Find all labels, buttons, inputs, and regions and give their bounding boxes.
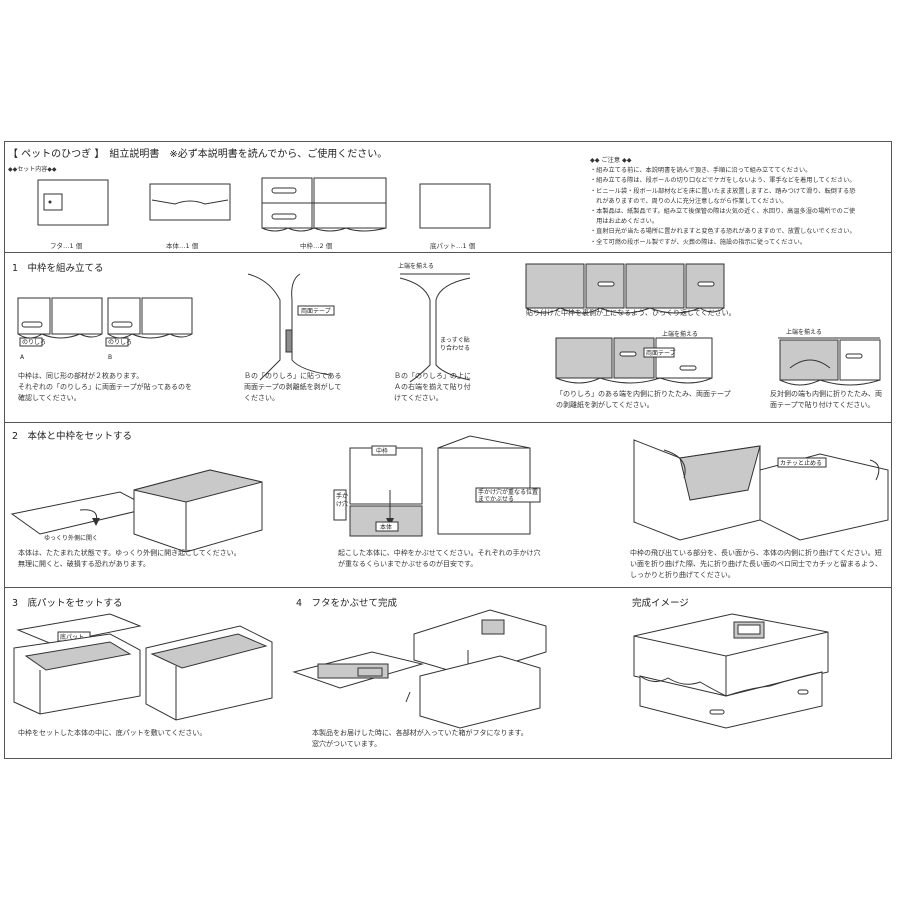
svg-text:上端を揃える: 上端を揃える [786, 328, 822, 336]
step2-text-b: 起こした本体に、中枠をかぶせてください。それぞれの手かけ穴 が重なるくらいまでか… [338, 549, 541, 568]
part-pad-caption: 底パット…1 個 [430, 242, 476, 250]
complete-box-illustration [633, 613, 829, 729]
step1-text-f: 反対側の端も内側に折りたたみ、両 面テープで貼り付けてください。 [770, 390, 882, 409]
part-lid-caption: フタ…1 個 [50, 242, 83, 250]
svg-text:両面テープ: 両面テープ [646, 350, 676, 357]
svg-text:中枠: 中枠 [376, 447, 388, 455]
page-title: 【 ペットのひつぎ 】 組立説明書 ※必ず本説明書を読んでから、ご使用ください。 [8, 149, 388, 160]
svg-text:上端を揃える: 上端を揃える [398, 262, 434, 270]
step1-heading: 1 中枠を組み立てる [12, 263, 104, 274]
svg-text:両面テープ: 両面テープ [301, 308, 331, 315]
svg-text:まっすぐ貼: まっすぐ貼 [440, 336, 470, 344]
step2-heading: 2 本体と中枠をセットする [12, 431, 133, 442]
caution-item: ・直射日光が当たる場所に置かれますと変色する恐れがありますので、放置しないでくだ… [590, 228, 856, 236]
step3-4-illustrations: 底パット [13, 609, 547, 729]
step4-heading: 4 フタをかぶせて完成 [296, 598, 398, 609]
part-body-caption: 本体…1 個 [166, 242, 199, 250]
svg-text:手か: 手か [336, 492, 348, 500]
instruction-sheet [4, 141, 892, 759]
svg-text:手かけ穴が重なる位置: 手かけ穴が重なる位置 [478, 488, 538, 496]
step1-text-e: 「のりしろ」のある端を内側に折りたたみ、両面テープ の剥離紙を剥がしてください。 [556, 390, 731, 409]
svg-text:のりしろ: のりしろ [22, 339, 46, 346]
svg-text:ゆっくり外側に開く: ゆっくり外側に開く [44, 534, 98, 542]
step1-illustrations: のりしろ のりしろ A B 両面テープ 上端を揃える まっすぐ貼 り合わせる 上… [17, 262, 881, 386]
svg-text:のりしろ: のりしろ [108, 339, 132, 346]
step1-text-a: 中枠は、同じ形の部材が２枚あります。 それぞれの「のりしろ」に両面テープが貼って… [18, 372, 193, 402]
step4-text: 本製品をお届けした時に、各部材が入っていた箱がフタになります。 窓穴がついていま… [312, 729, 528, 748]
caution-item: ・全て可燃の段ボール製ですが、火葬の際は、施設の指示に従ってください。 [590, 238, 806, 246]
section-divider [5, 422, 891, 423]
caution-item: ・ビニール袋・段ボール部材などを床に置いたまま放置しますと、踏みつけて滑り、転倒… [590, 187, 856, 195]
step2-text-a: 本体は、たたまれた状態です。ゆっくり外側に開き起こしてください。 無理に開くと、… [18, 549, 241, 568]
step2-illustrations: ゆっくり外側に開く 中枠 手か け穴 本体 手かけ穴が重なる位置 までかぶせる … [10, 435, 889, 553]
svg-text:までかぶせる: までかぶせる [478, 496, 514, 503]
step1-text-c: Ｂの「のりしろ」の上に Ａの右端を揃えて貼り付 けてください。 [394, 372, 471, 402]
svg-text:り合わせる: り合わせる [440, 344, 470, 352]
complete-heading: 完成イメージ [632, 598, 689, 609]
caution-item: ・組み立てる際は、段ボールの切り口などでケガをしないよう、軍手などを着用してくだ… [590, 177, 856, 185]
step1-text-b: Ｂの「のりしろ」に貼ってある 両面テープの剥離紙を剥がして ください。 [244, 372, 342, 402]
svg-text:上端を揃える: 上端を揃える [662, 330, 698, 338]
svg-text:底パット: 底パット [60, 633, 84, 641]
caution-label: ◆◆ ご注意 ◆◆ [590, 157, 632, 164]
caution-notes: ◆◆ ご注意 ◆◆ ・組み立てる前に、本説明書を読んで頂き、手順に沿って組み立て… [590, 156, 890, 248]
svg-text:A: A [20, 354, 25, 361]
caution-item: ・組み立てる前に、本説明書を読んで頂き、手順に沿って組み立ててください。 [590, 167, 812, 175]
svg-text:B: B [108, 354, 112, 361]
section-divider [5, 587, 891, 588]
svg-text:け穴: け穴 [336, 500, 348, 508]
step1-text-d: 貼り付けた中枠を裏側が上になるよう、ひっくり返してください。 [526, 309, 736, 317]
caution-item: れがありますので、周りの人に充分注意しながら作業してください。 [590, 197, 788, 205]
svg-text:本体: 本体 [380, 523, 392, 531]
caution-item: 用はお止めください。 [590, 218, 659, 226]
set-contents-label: ◆◆セット内容◆◆ [8, 166, 57, 173]
step3-text: 中枠をセットした本体の中に、底パットを敷いてください。 [18, 729, 207, 737]
step2-text-c: 中枠の飛び出ている部分を、長い面から、本体の内側に折り曲げてください。短 い面を… [630, 549, 882, 579]
svg-text:カチッと止める: カチッと止める [780, 459, 822, 467]
part-frame-caption: 中枠…2 個 [300, 242, 333, 250]
parts-illustrations [37, 177, 491, 232]
caution-item: ・本製品は、紙製品です。組み立て後保管の際は火気の近く、水回り、高温多湿の場所で… [590, 208, 856, 216]
section-divider [5, 252, 891, 253]
step3-heading: 3 底パットをセットする [12, 598, 123, 609]
